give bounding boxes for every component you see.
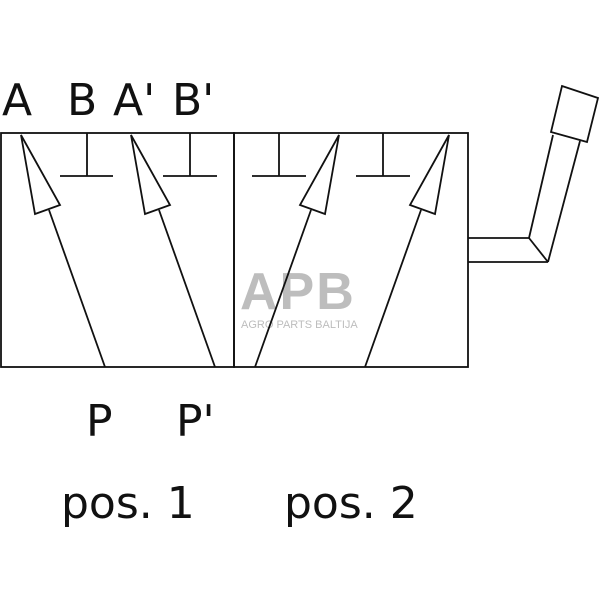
position-1-label: pos. 1 xyxy=(61,478,195,529)
flow-arrow-p-prime-to-a-prime xyxy=(130,134,216,368)
position-1-box xyxy=(0,132,235,368)
port-label-b: B xyxy=(67,75,97,126)
watermark-logo: APB AGRO PARTS BALTIJA xyxy=(240,263,358,331)
port-label-a-prime: A' xyxy=(113,75,155,126)
lever-knob xyxy=(549,84,600,144)
position-2-label: pos. 2 xyxy=(284,478,418,529)
tank-block-a xyxy=(252,133,306,177)
port-label-b-prime: B' xyxy=(172,75,214,126)
flow-arrow-p-prime-to-b-prime xyxy=(364,134,450,368)
valve-symbol xyxy=(0,84,600,368)
port-label-a: A xyxy=(2,75,32,126)
watermark-mark: APB xyxy=(240,263,356,321)
watermark-text: AGRO PARTS BALTIJA xyxy=(241,319,358,331)
flow-arrow-p-to-a xyxy=(20,134,106,368)
position-2-box xyxy=(233,132,469,368)
manual-lever-icon xyxy=(468,84,600,263)
flow-arrow-p-to-b xyxy=(254,134,340,368)
port-label-p-prime: P' xyxy=(176,396,215,447)
tank-block-b xyxy=(60,133,113,177)
port-label-p: P xyxy=(86,396,113,447)
tank-block-b-prime xyxy=(163,133,217,177)
tank-block-a-prime xyxy=(356,133,410,177)
